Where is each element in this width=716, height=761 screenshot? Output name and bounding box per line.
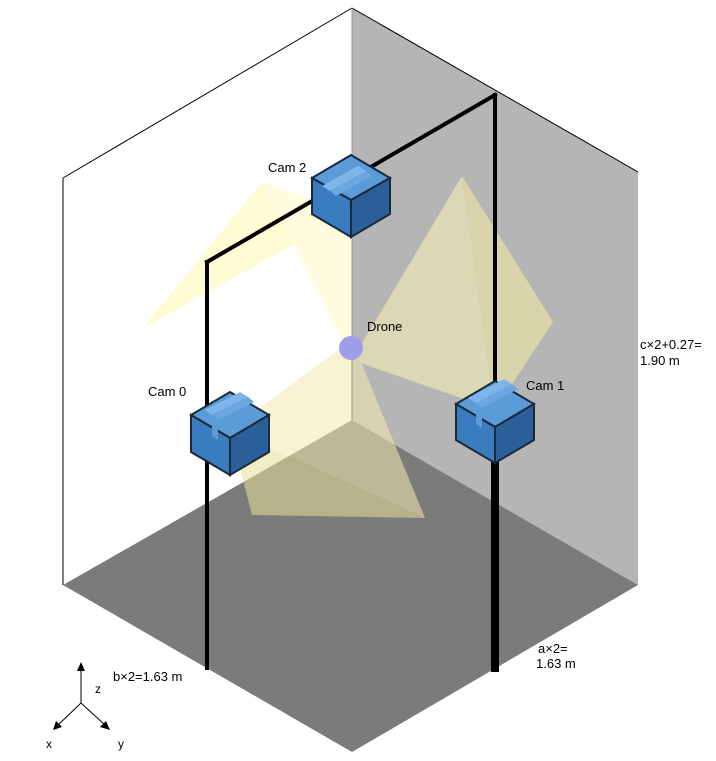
- cam0-label: Cam 0: [148, 384, 186, 399]
- height-dimension-line2: 1.90 m: [640, 353, 680, 368]
- width-a-dimension-line2: 1.63 m: [536, 656, 576, 671]
- axis-y-label: y: [118, 737, 124, 751]
- cam0-frustum-2: [230, 340, 425, 518]
- cam2-body: [309, 153, 393, 239]
- width-b-dimension: b×2=1.63 m: [113, 669, 182, 684]
- cam1-label: Cam 1: [526, 378, 564, 393]
- axis-x-label: x: [46, 737, 52, 751]
- cam1-frustum: [462, 176, 553, 410]
- cam2-label: Cam 2: [268, 160, 306, 175]
- axis-triad: [53, 662, 110, 730]
- camera-frustums: [143, 176, 553, 518]
- cam1-body: [454, 379, 536, 465]
- cam0-body: [189, 390, 271, 477]
- cam2-frustum-2: [262, 182, 352, 360]
- width-a-dimension-line1: a×2=: [538, 641, 568, 656]
- axis-z-label: z: [95, 682, 101, 696]
- height-dimension-line1: c×2+0.27=: [640, 337, 702, 352]
- drone-marker: [339, 336, 363, 360]
- cam1-frustum-2: [352, 176, 495, 410]
- drone-label: Drone: [367, 319, 402, 334]
